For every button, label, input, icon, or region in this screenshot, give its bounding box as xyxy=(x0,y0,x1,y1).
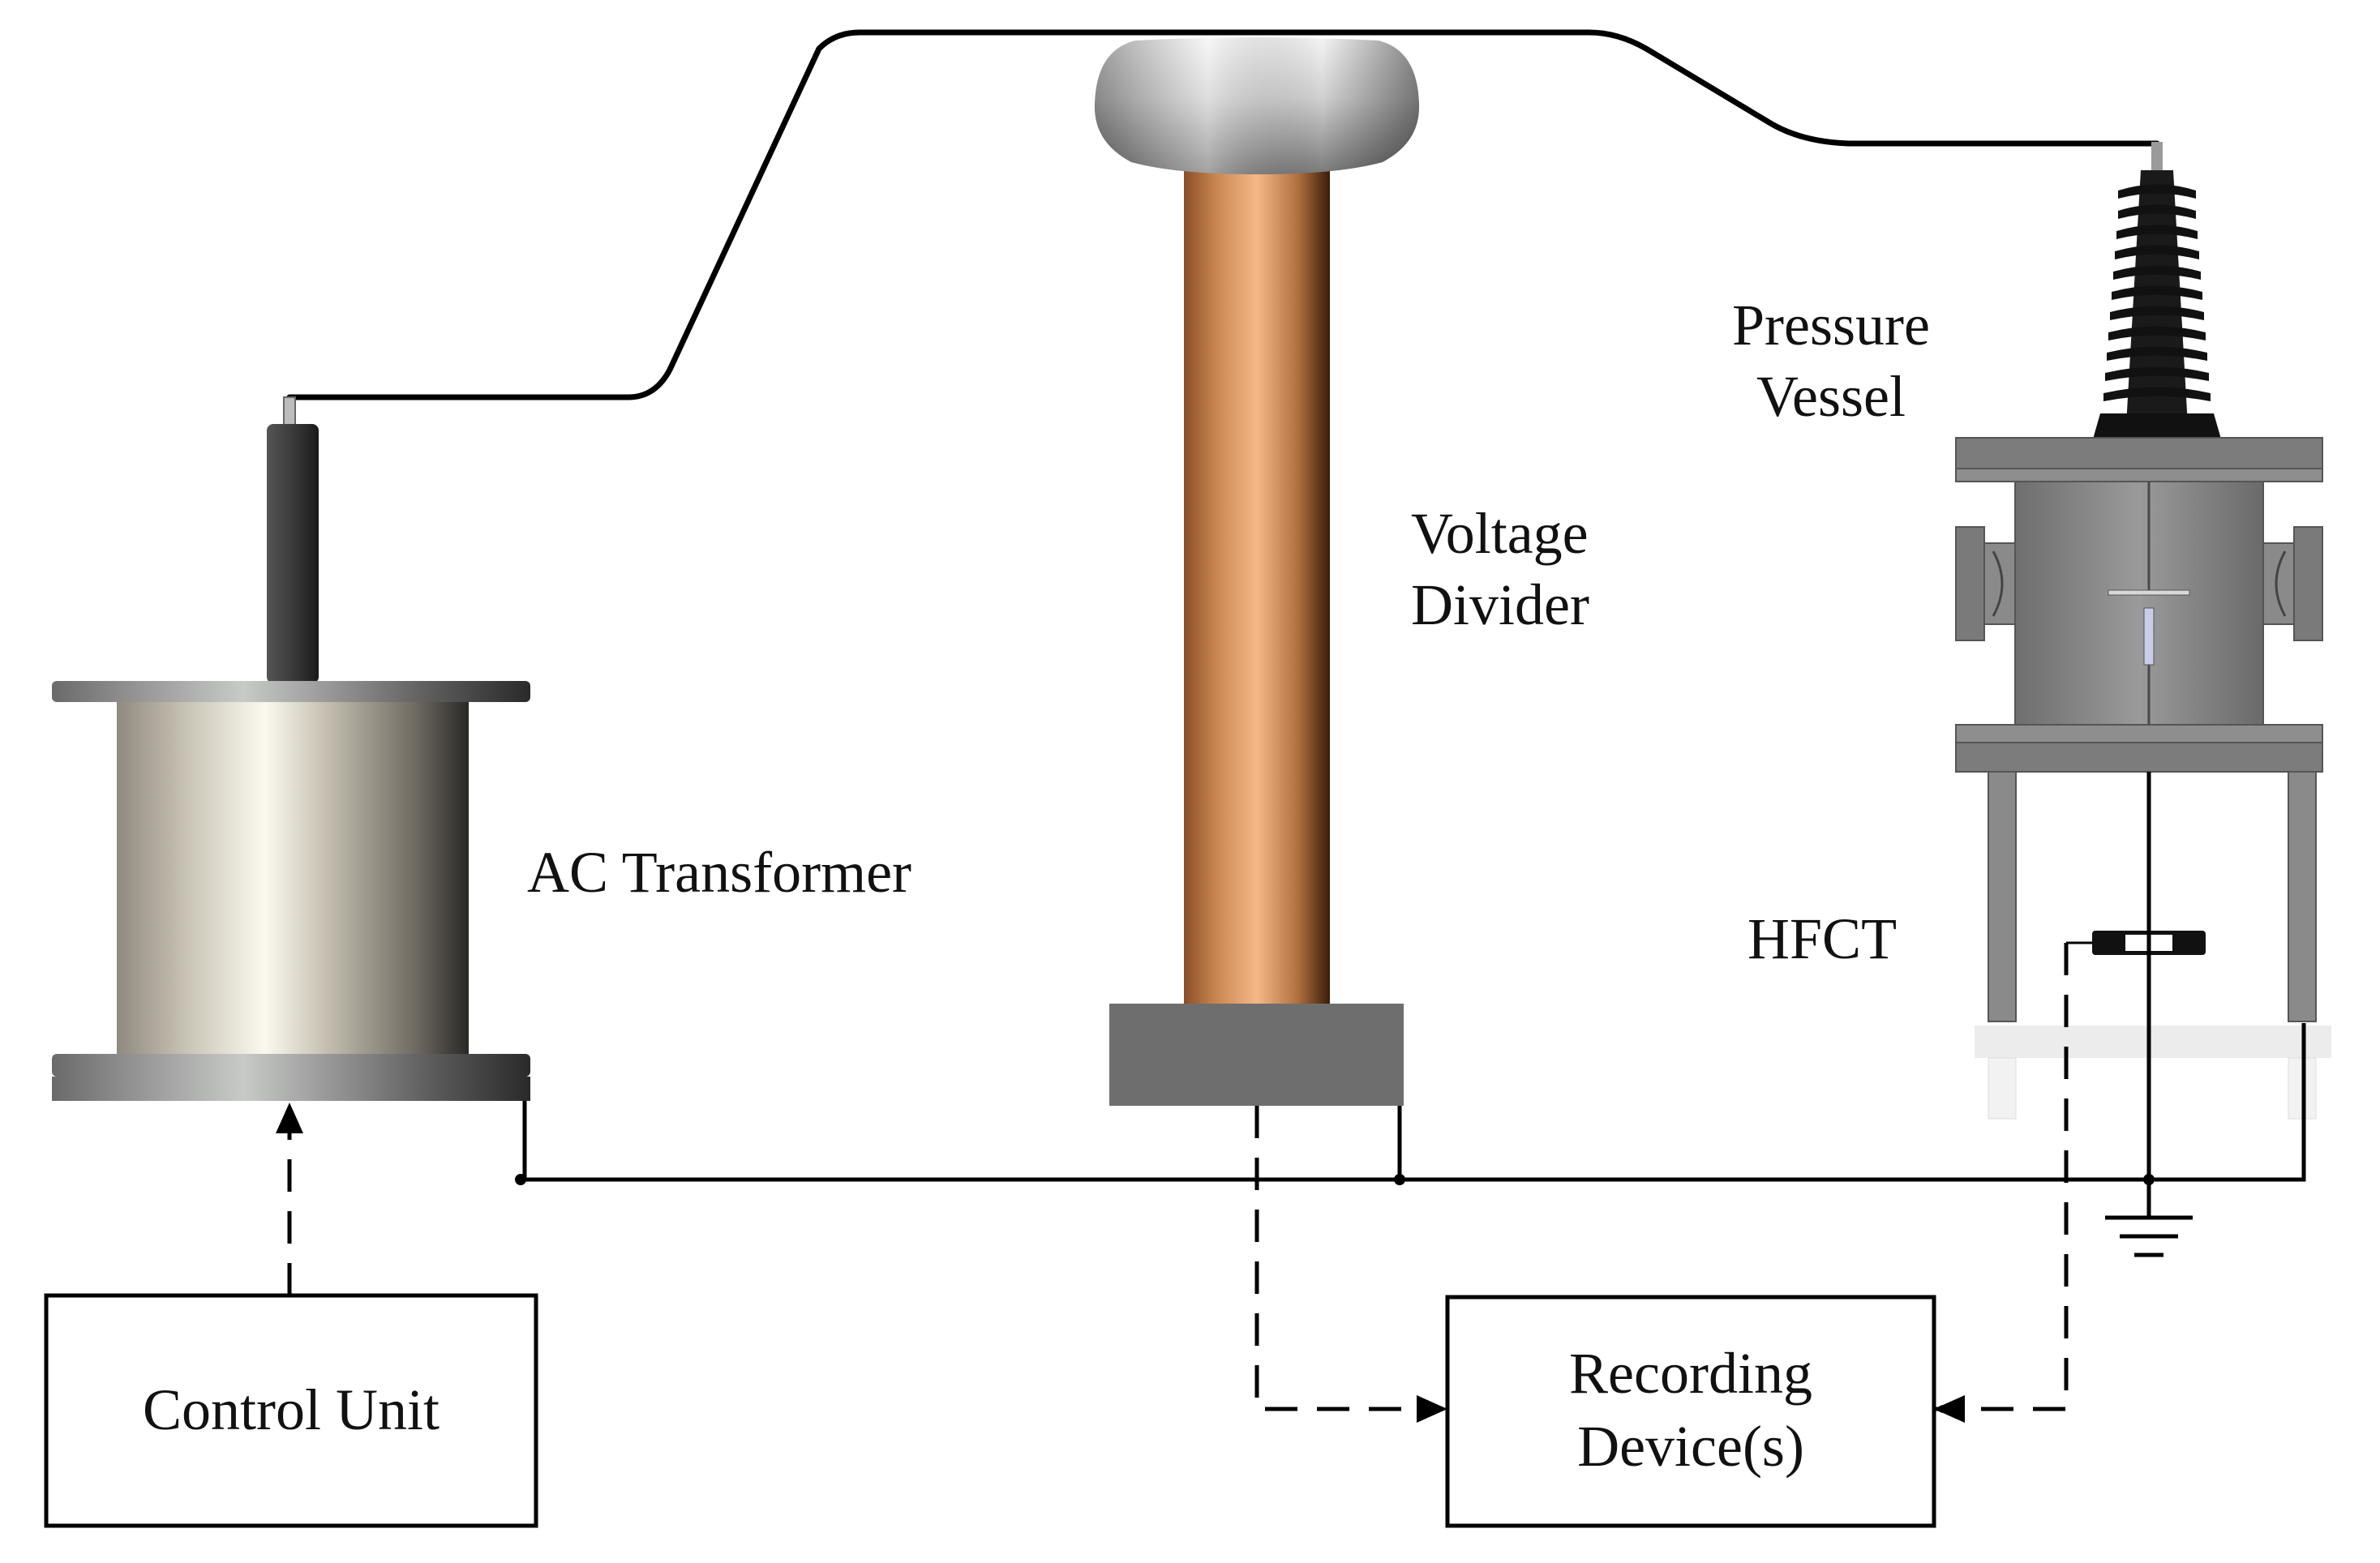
vessel-bottom-flange-lower xyxy=(1955,742,2323,773)
vessel-right-leg xyxy=(2288,771,2317,1022)
control-unit-label: Control Unit xyxy=(143,1377,440,1442)
transformer-top-flange xyxy=(52,681,530,702)
divider-base xyxy=(1109,1004,1404,1106)
ac-transformer-label: AC Transformer xyxy=(527,840,911,905)
arrow-left-icon xyxy=(1934,1395,1965,1423)
vessel-top-flange xyxy=(1955,437,2323,469)
vessel-bushing xyxy=(2092,142,2222,460)
transformer-body xyxy=(117,702,469,1057)
divider-signal-line xyxy=(1254,1106,1439,1413)
recording-device-label-line2: Device(s) xyxy=(1577,1414,1804,1479)
divider-copper-column xyxy=(1184,162,1330,1005)
vessel-right-port xyxy=(2262,526,2323,641)
recording-device-label-line1: Recording xyxy=(1569,1341,1812,1406)
hv-connection-wire xyxy=(286,29,2160,400)
vessel-plane-electrode xyxy=(2108,589,2190,596)
vessel-support-bench xyxy=(1975,1026,2331,1058)
vessel-left-foot xyxy=(1988,1057,2017,1120)
control-unit-box xyxy=(44,1293,538,1528)
hfct-label: HFCT xyxy=(1747,906,1897,971)
arrow-up-icon xyxy=(276,1103,303,1133)
pressure-vessel-label-line1: Pressure xyxy=(1732,293,1930,358)
arrow-right-icon xyxy=(1417,1395,1447,1423)
pressure-vessel xyxy=(1955,142,2331,1180)
signal-lines xyxy=(285,943,2069,1413)
voltage-divider-label-line1: Voltage xyxy=(1411,501,1589,566)
vessel-body xyxy=(2014,481,2264,726)
hfct-sensor xyxy=(2066,931,2206,955)
ground-symbol-icon xyxy=(2105,1180,2193,1257)
vessel-left-port xyxy=(1955,526,2016,641)
divider-top-electrode-shading xyxy=(1094,37,1420,174)
transformer-bushing-rod xyxy=(267,424,319,683)
vessel-left-leg xyxy=(1988,771,2017,1022)
voltage-divider xyxy=(1094,37,1420,1106)
transformer-base-plate xyxy=(52,1077,530,1101)
junction-dot xyxy=(1394,1174,1405,1185)
ac-transformer xyxy=(52,396,530,1101)
ground-return-wiring xyxy=(515,1023,2306,1257)
recording-device-box xyxy=(1445,1295,1936,1528)
vessel-bottom-flange xyxy=(1955,724,2323,743)
transformer-bottom-flange xyxy=(52,1054,530,1077)
voltage-divider-label-line2: Divider xyxy=(1411,572,1589,637)
pressure-vessel-label-line2: Vessel xyxy=(1756,364,1906,429)
vessel-sample-electrode xyxy=(2143,607,2155,666)
junction-dot xyxy=(515,1174,526,1185)
transformer-rod-tip xyxy=(283,396,296,427)
vessel-top-flange-lower xyxy=(1955,468,2323,482)
